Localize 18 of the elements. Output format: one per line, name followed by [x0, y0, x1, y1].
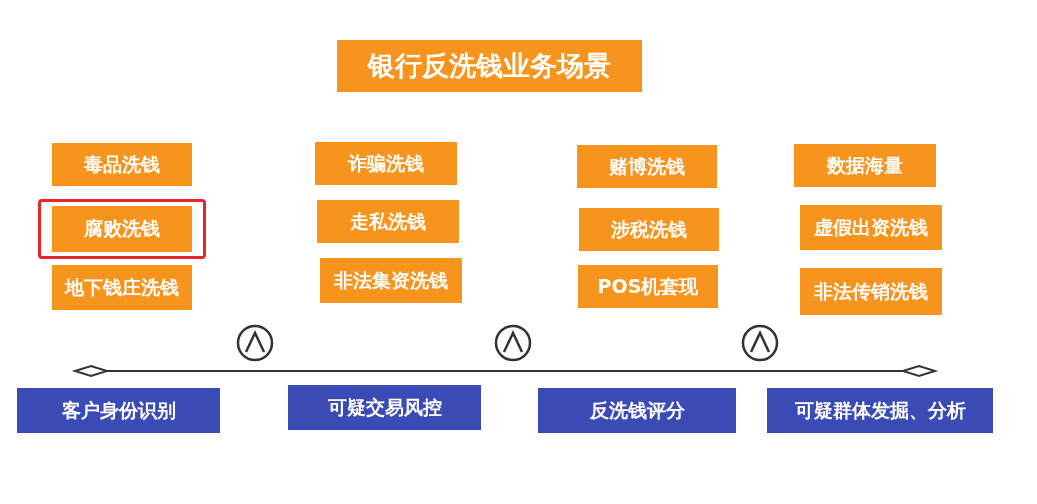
stage-box: 反洗钱评分 — [538, 388, 736, 433]
scenario-box: 诈骗洗钱 — [315, 142, 457, 185]
stage-box: 可疑群体发掘、分析 — [767, 388, 993, 433]
scenario-box: 非法传销洗钱 — [800, 268, 942, 315]
scenario-box: 赌博洗钱 — [577, 145, 717, 188]
scenario-box: 虚假出资洗钱 — [800, 205, 942, 250]
scenario-box: 涉税洗钱 — [579, 208, 719, 251]
highlight-frame — [38, 199, 206, 259]
scenario-box: POS机套现 — [578, 265, 718, 308]
scenario-box: 非法集资洗钱 — [320, 258, 462, 303]
scenario-box: 毒品洗钱 — [52, 143, 192, 186]
scenario-box: 腐败洗钱 — [52, 206, 192, 252]
stage-box: 可疑交易风控 — [288, 385, 481, 430]
title-banner: 银行反洗钱业务场景 — [337, 40, 642, 92]
stage-box: 客户身份识别 — [17, 388, 220, 433]
scenario-box: 走私洗钱 — [317, 200, 459, 243]
scenario-box: 数据海量 — [794, 144, 936, 187]
scenario-box: 地下钱庄洗钱 — [52, 265, 192, 310]
